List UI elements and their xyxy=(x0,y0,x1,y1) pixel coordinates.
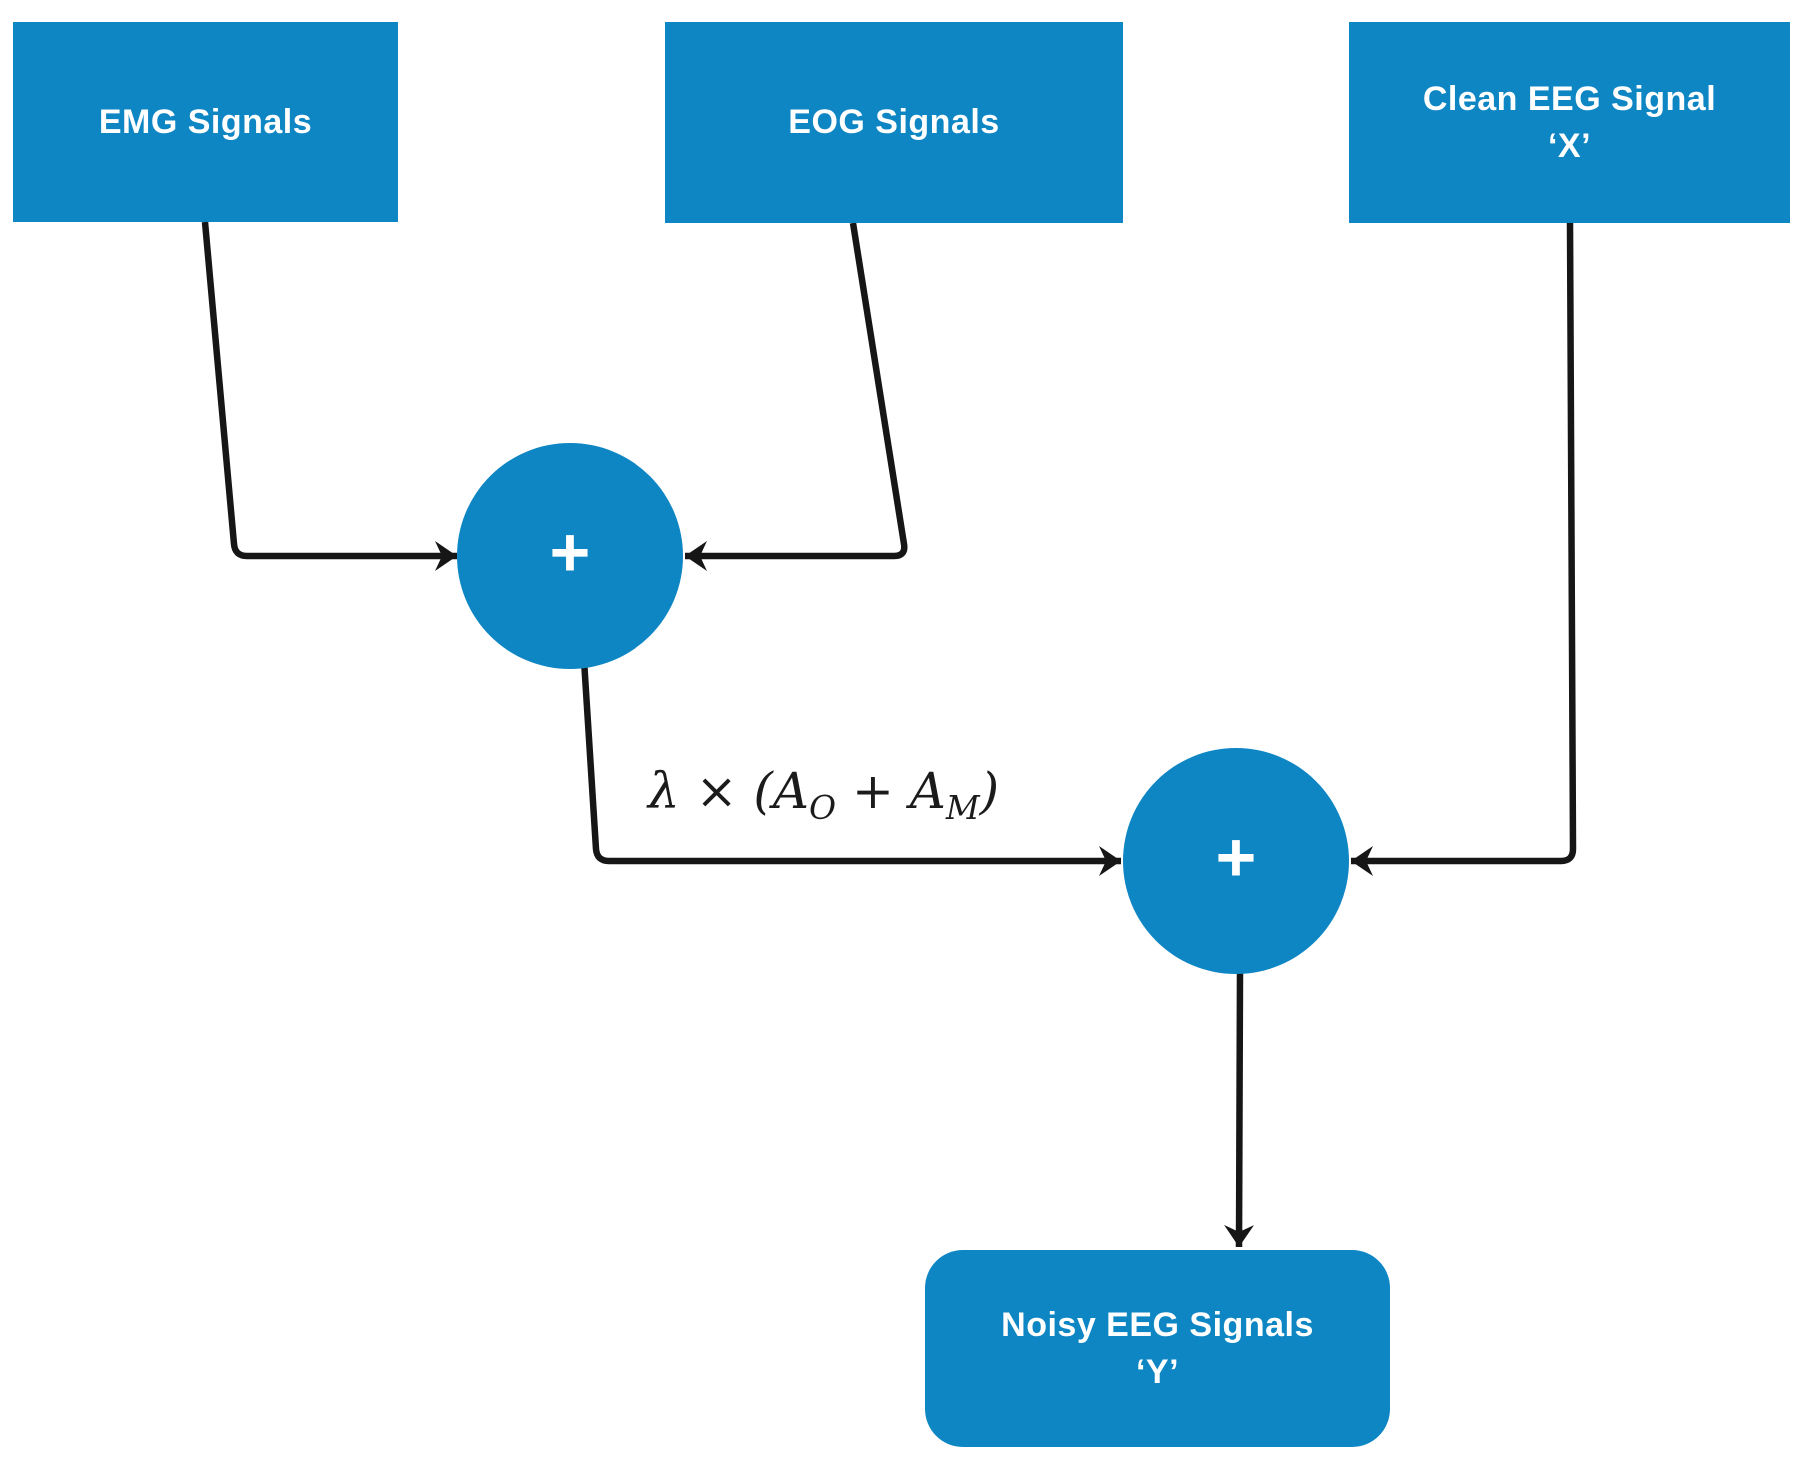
formula-a2: A xyxy=(909,762,946,820)
emg-signals-label: EMG Signals xyxy=(98,102,313,141)
formula-mid: + xyxy=(836,762,910,820)
noisy-eeg-signals-box: Noisy EEG Signals ‘Y’ xyxy=(925,1250,1390,1447)
artifact-gain-formula: λ × (AO + AM) xyxy=(648,762,999,827)
formula-a2-subscript: M xyxy=(945,788,980,827)
noisy-eeg-label-line2: ‘Y’ xyxy=(1135,1352,1180,1391)
eog-signals-label: EOG Signals xyxy=(788,103,1000,141)
plus-icon: + xyxy=(1215,818,1257,896)
connector-eog-to-sum1 xyxy=(685,222,908,571)
clean-eeg-label-line2: ‘X’ xyxy=(1547,126,1592,165)
sum-node-1: + xyxy=(457,443,683,669)
connector-sum1-to-sum2 xyxy=(580,659,1121,876)
formula-suffix: ) xyxy=(979,762,1000,820)
clean-eeg-label-line1: Clean EEG Signal xyxy=(1422,79,1717,118)
sum-node-2: + xyxy=(1123,748,1349,974)
connector-emg-to-sum1 xyxy=(201,221,457,571)
noisy-eeg-label-line1: Noisy EEG Signals xyxy=(1001,1305,1314,1344)
formula-a1-subscript: O xyxy=(809,788,837,827)
formula-a1: A xyxy=(772,762,809,820)
connector-sum2-to-noisy xyxy=(1224,971,1255,1248)
plus-icon: + xyxy=(549,513,591,591)
emg-signals-box: EMG Signals xyxy=(13,22,398,222)
connector-clean-to-sum2 xyxy=(1351,222,1577,876)
eog-signals-box: EOG Signals xyxy=(665,22,1123,223)
formula-prefix: λ × ( xyxy=(648,762,773,820)
clean-eeg-signal-box: Clean EEG Signal ‘X’ xyxy=(1349,22,1790,223)
